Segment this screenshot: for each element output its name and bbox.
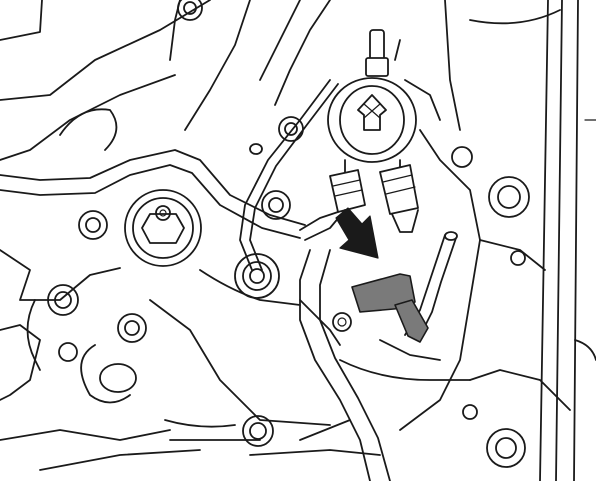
hose-fitting-right: [379, 164, 419, 233]
lever-rod: [299, 231, 458, 481]
bolt-left-1: [78, 210, 108, 240]
bolt-left-4: [58, 342, 78, 362]
small-bolts: [47, 0, 530, 468]
valve-connector: [299, 29, 419, 241]
special-tool: [351, 273, 429, 343]
bolt-center-small: [332, 312, 352, 332]
bolt-right-upper: [451, 146, 473, 168]
vertical-pipe-right: [539, 0, 596, 481]
bolt-right-low: [462, 404, 478, 420]
direction-arrow-icon: [335, 207, 379, 259]
brake-line-fitting: [234, 79, 351, 441]
bolt-left-3: [117, 313, 147, 343]
bolt-right-large: [488, 176, 530, 218]
bolt-oval-left: [99, 363, 137, 393]
bolt-top-left: [177, 0, 203, 21]
bolt-left-2: [47, 284, 79, 316]
transmission-housing: [0, 0, 571, 471]
bolt-lower-center: [242, 415, 274, 447]
long-tube: [0, 143, 306, 239]
bolt-boss-large: [124, 189, 202, 267]
bolt-bottom-right: [486, 428, 526, 468]
bolt-right-mid: [510, 250, 526, 266]
